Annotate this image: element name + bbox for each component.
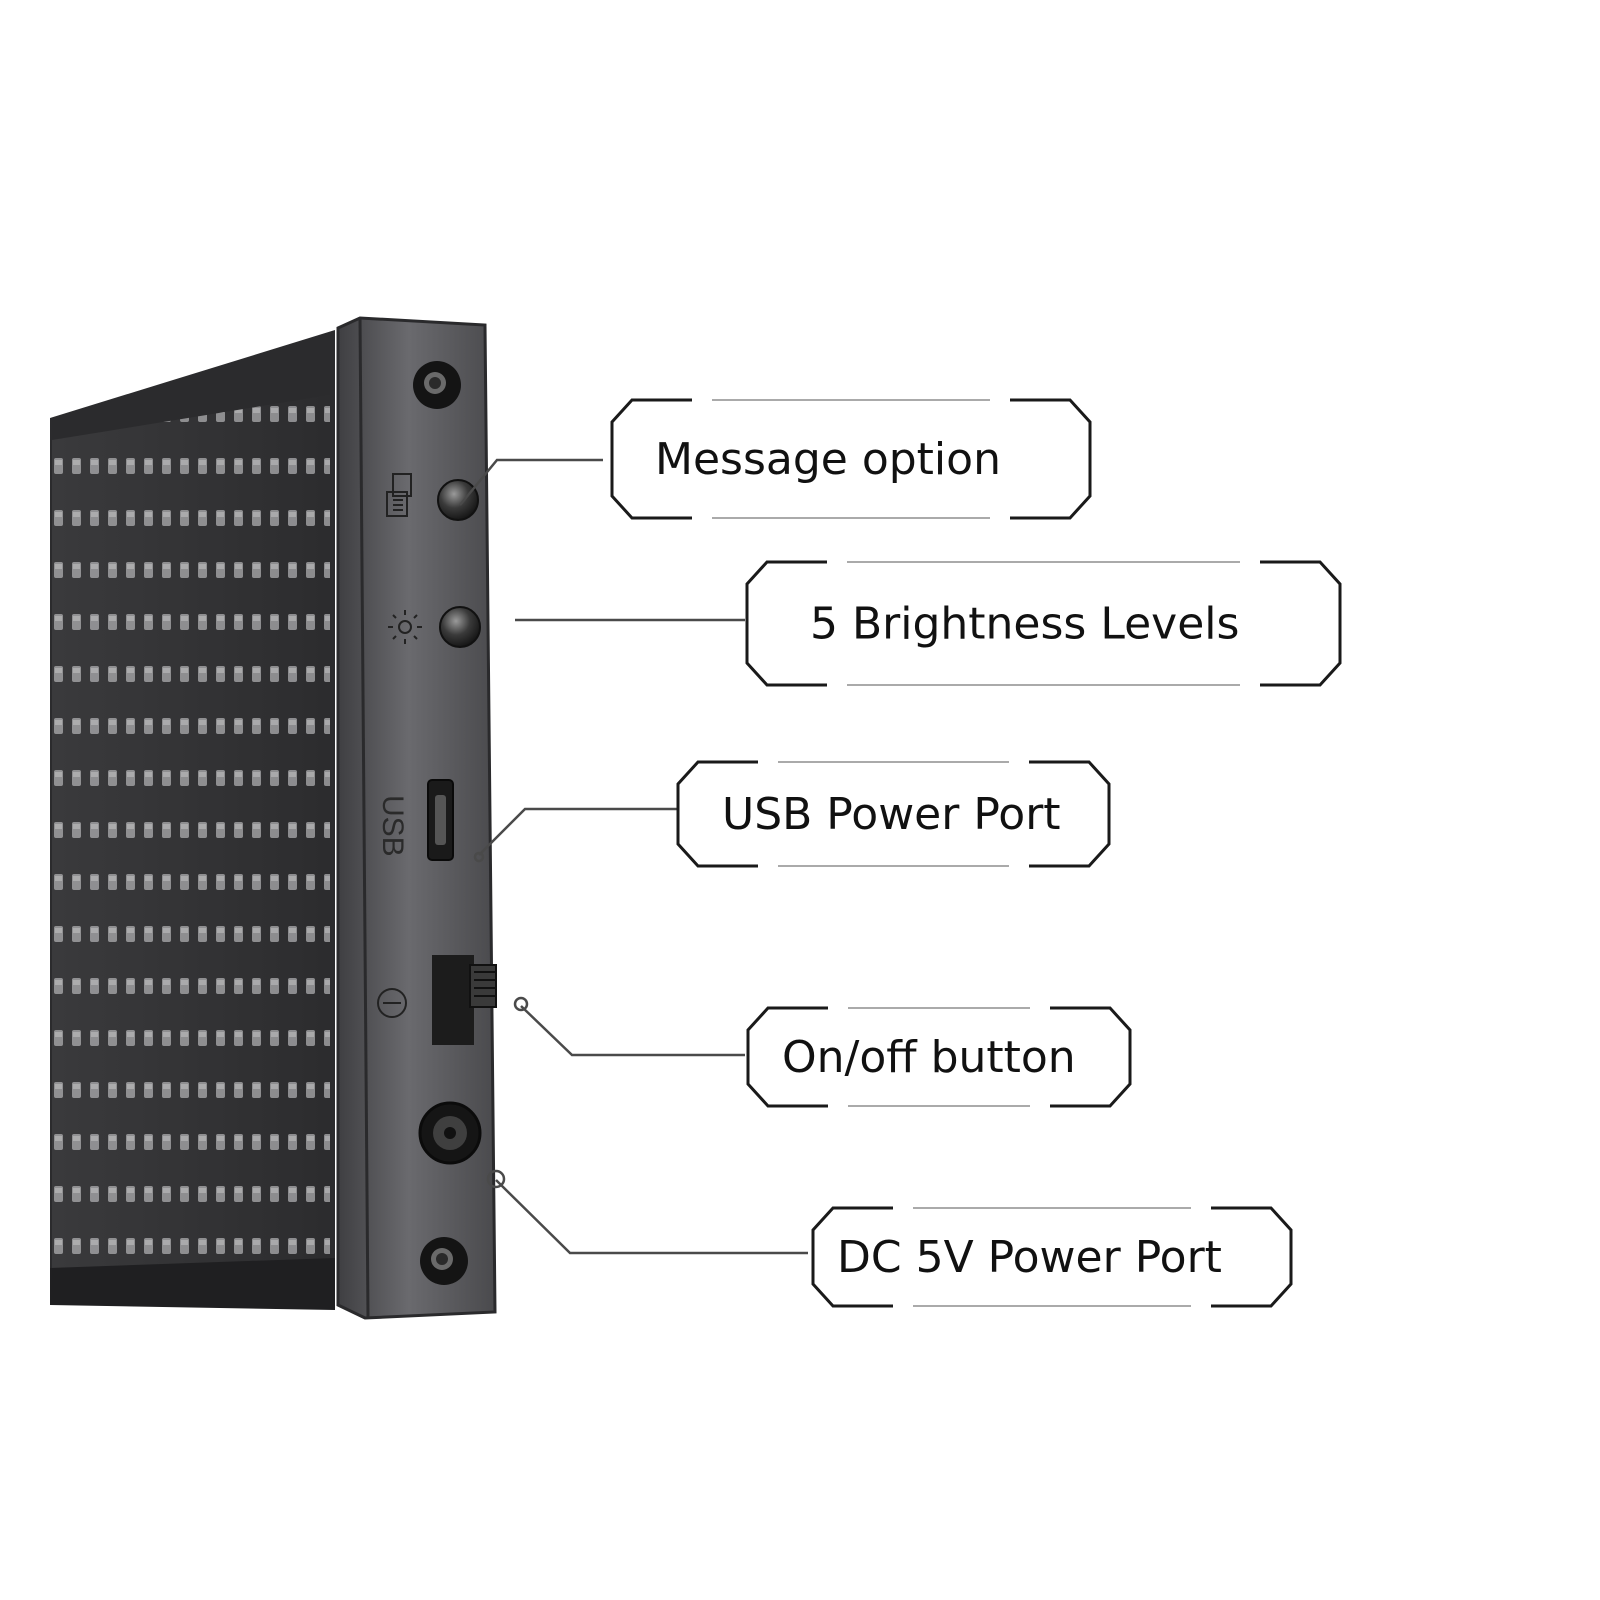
callout-bracket	[811, 1206, 1293, 1308]
callout-label: DC 5V Power Port	[837, 1232, 1222, 1283]
callout-bracket	[746, 1006, 1132, 1108]
callout-bracket	[610, 398, 1092, 520]
led-sign-panel: USB	[50, 316, 497, 1320]
callout-message-option: Message option	[610, 398, 1092, 520]
leader-usb	[478, 807, 677, 856]
power-icon	[377, 988, 407, 1018]
callout-dc-power-port: DC 5V Power Port	[811, 1206, 1293, 1308]
on-off-switch[interactable]	[432, 955, 497, 1045]
message-icon	[386, 473, 412, 517]
leader-dc	[495, 1179, 808, 1255]
bottom-screw-icon	[420, 1237, 468, 1285]
callout-brightness: 5 Brightness Levels	[745, 560, 1342, 687]
panel-bottom-edge	[50, 1258, 335, 1310]
leader-lines	[459, 458, 808, 1255]
callout-usb-power-port: USB Power Port	[676, 760, 1111, 868]
callout-thin-rule	[847, 561, 1240, 686]
callout-label: Message option	[655, 434, 1001, 485]
callout-on-off-button: On/off button	[746, 1006, 1132, 1108]
dc-power-jack[interactable]	[418, 1101, 482, 1165]
sun-icon	[388, 610, 422, 644]
callout-bracket	[676, 760, 1111, 868]
top-screw-icon	[413, 361, 461, 409]
usb-port[interactable]	[427, 779, 454, 861]
leader-on-off	[520, 1005, 745, 1057]
led-matrix-dots	[52, 395, 330, 1275]
callout-thin-rule	[848, 1007, 1030, 1107]
usb-port-label: USB	[376, 795, 409, 857]
callout-label: USB Power Port	[722, 789, 1061, 840]
callout-bracket	[745, 560, 1342, 687]
callout-label: On/off button	[782, 1032, 1076, 1083]
callout-label: 5 Brightness Levels	[810, 599, 1239, 650]
callout-thin-rule	[778, 761, 1009, 867]
leader-message	[459, 458, 603, 506]
callout-thin-rule	[712, 399, 990, 519]
message-option-button[interactable]	[437, 479, 479, 521]
callout-thin-rule	[913, 1207, 1191, 1307]
brightness-button[interactable]	[439, 606, 481, 648]
